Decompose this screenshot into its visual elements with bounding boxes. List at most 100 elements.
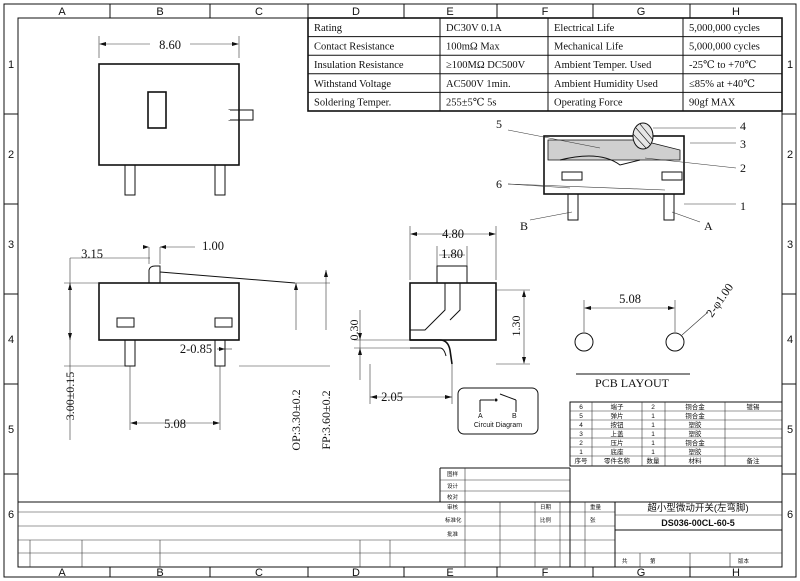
col-letter: B	[156, 6, 163, 18]
drawing-title: 超小型微动开关(左弯脚)	[647, 502, 748, 514]
row-number: 6	[8, 509, 14, 521]
parts-header: 备注	[747, 456, 761, 465]
spec-cell: -25℃ to +70℃	[689, 60, 757, 71]
row-number: 3	[787, 239, 793, 251]
dim-3-00: 3.00±0.15	[63, 372, 77, 421]
col-letter: A	[58, 6, 66, 18]
row-number: 1	[8, 59, 14, 71]
col-letter: G	[637, 6, 646, 18]
callout-1b: 1	[740, 199, 746, 213]
parts-cell: 上盖	[611, 429, 625, 438]
spec-table	[307, 17, 783, 112]
tb-label: 版本	[738, 557, 750, 565]
parts-cell: 塑胶	[689, 429, 703, 438]
dim-fp: FP:3.60±0.2	[319, 390, 333, 449]
tb-label: 第	[650, 557, 656, 565]
dim-3-15: 3.15	[81, 247, 103, 261]
parts-cell: 2	[579, 440, 583, 447]
row-number: 3	[8, 239, 14, 251]
dim-1-30: 1.30	[509, 316, 523, 337]
parts-header: 材料	[689, 456, 703, 465]
parts-header: 零件名称	[604, 456, 631, 465]
col-letter: C	[255, 567, 263, 579]
circuit-label: Circuit Diagram	[474, 422, 522, 429]
parts-cell: 2	[651, 404, 655, 411]
parts-cell: 压片	[611, 438, 624, 447]
title-block	[17, 467, 783, 568]
col-letter: F	[542, 6, 549, 18]
spec-cell: Ambient Humidity Used	[554, 79, 659, 90]
callout-3: 3	[740, 137, 746, 151]
parts-cell: 1	[651, 422, 655, 429]
callout-2: 2	[740, 161, 746, 175]
row-number: 5	[787, 424, 793, 436]
cross-section-view	[507, 122, 737, 223]
spec-cell: 5,000,000 cycles	[689, 42, 760, 53]
parts-cell: 按钮	[611, 420, 625, 429]
spec-cell: Mechanical Life	[554, 42, 623, 53]
spec-cell: 90gf MAX	[689, 97, 736, 108]
dim-1-80: 1.80	[441, 247, 463, 261]
pcb-layout	[574, 300, 709, 375]
tb-label: 张	[590, 516, 596, 524]
circuit-terminal-b: B	[512, 413, 517, 420]
dim-top-width: 8.60	[159, 38, 181, 52]
tb-label: 比例	[540, 516, 552, 524]
parts-cell: 塑胶	[689, 447, 703, 456]
tb-label: 重量	[590, 503, 602, 511]
tb-label: 设计	[447, 482, 459, 490]
dim-4-80: 4.80	[442, 227, 464, 241]
parts-cell: 铜合金	[685, 438, 705, 447]
parts-cell: 1	[651, 449, 655, 456]
spec-cell: Insulation Resistance	[314, 60, 404, 71]
row-number: 4	[8, 334, 14, 346]
title-block-labels: 图样 设计 校对 审核 标准化 批准 日期 比例 重量 张 共 第 版本	[445, 470, 750, 565]
parts-header: 序号	[575, 456, 589, 465]
spec-cell: Withstand Voltage	[314, 79, 391, 90]
dim-2-0-85: 2-0.85	[180, 342, 212, 356]
spec-cell: 100mΩ Max	[446, 42, 500, 53]
dim-0-30: 0.30	[347, 320, 361, 341]
parts-cell: 1	[579, 449, 583, 456]
parts-cell: 6	[579, 404, 583, 411]
spec-cell: Rating	[314, 23, 343, 34]
callout-6: 6	[496, 177, 502, 191]
spec-cell: 5,000,000 cycles	[689, 23, 760, 34]
spec-cell: DC30V 0.1A	[446, 23, 502, 34]
spec-cell: AC500V 1min.	[446, 79, 511, 90]
tb-label: 标准化	[445, 516, 462, 524]
tb-label: 日期	[540, 504, 552, 511]
col-letter: E	[446, 567, 453, 579]
tb-label: 审核	[447, 503, 459, 511]
row-number: 2	[787, 149, 793, 161]
parts-cell: 塑胶	[689, 420, 703, 429]
row-number: 1	[787, 59, 793, 71]
col-letter: D	[352, 567, 360, 579]
tb-label: 图样	[447, 470, 459, 478]
col-letter: A	[58, 567, 66, 579]
row-number: 4	[787, 334, 793, 346]
spec-cell: Electrical Life	[554, 23, 615, 34]
callout-1: 4	[740, 119, 746, 133]
col-letter: C	[255, 6, 263, 18]
row-number: 2	[8, 149, 14, 161]
col-letter: H	[732, 567, 740, 579]
circuit-diagram	[457, 387, 539, 435]
callout-5: 5	[496, 117, 502, 131]
dim-5-08-front: 5.08	[164, 417, 186, 431]
parts-cell: 镀锡	[747, 402, 761, 411]
row-number: 6	[787, 509, 793, 521]
parts-cell: 1	[651, 440, 655, 447]
spec-cell: ≥100MΩ DC500V	[446, 60, 526, 71]
spec-cell: Ambient Temper. Used	[554, 60, 652, 71]
dim-1-00: 1.00	[202, 239, 224, 253]
parts-cell: 1	[651, 431, 655, 438]
parts-cell: 底座	[611, 447, 625, 456]
tb-label: 共	[622, 557, 628, 565]
front-view	[64, 245, 330, 440]
spec-cell: 255±5℃ 5s	[446, 97, 496, 108]
grid-column-ticks	[4, 4, 796, 577]
part-number: DS036-00CL-60-5	[661, 518, 735, 528]
row-number: 5	[8, 424, 14, 436]
